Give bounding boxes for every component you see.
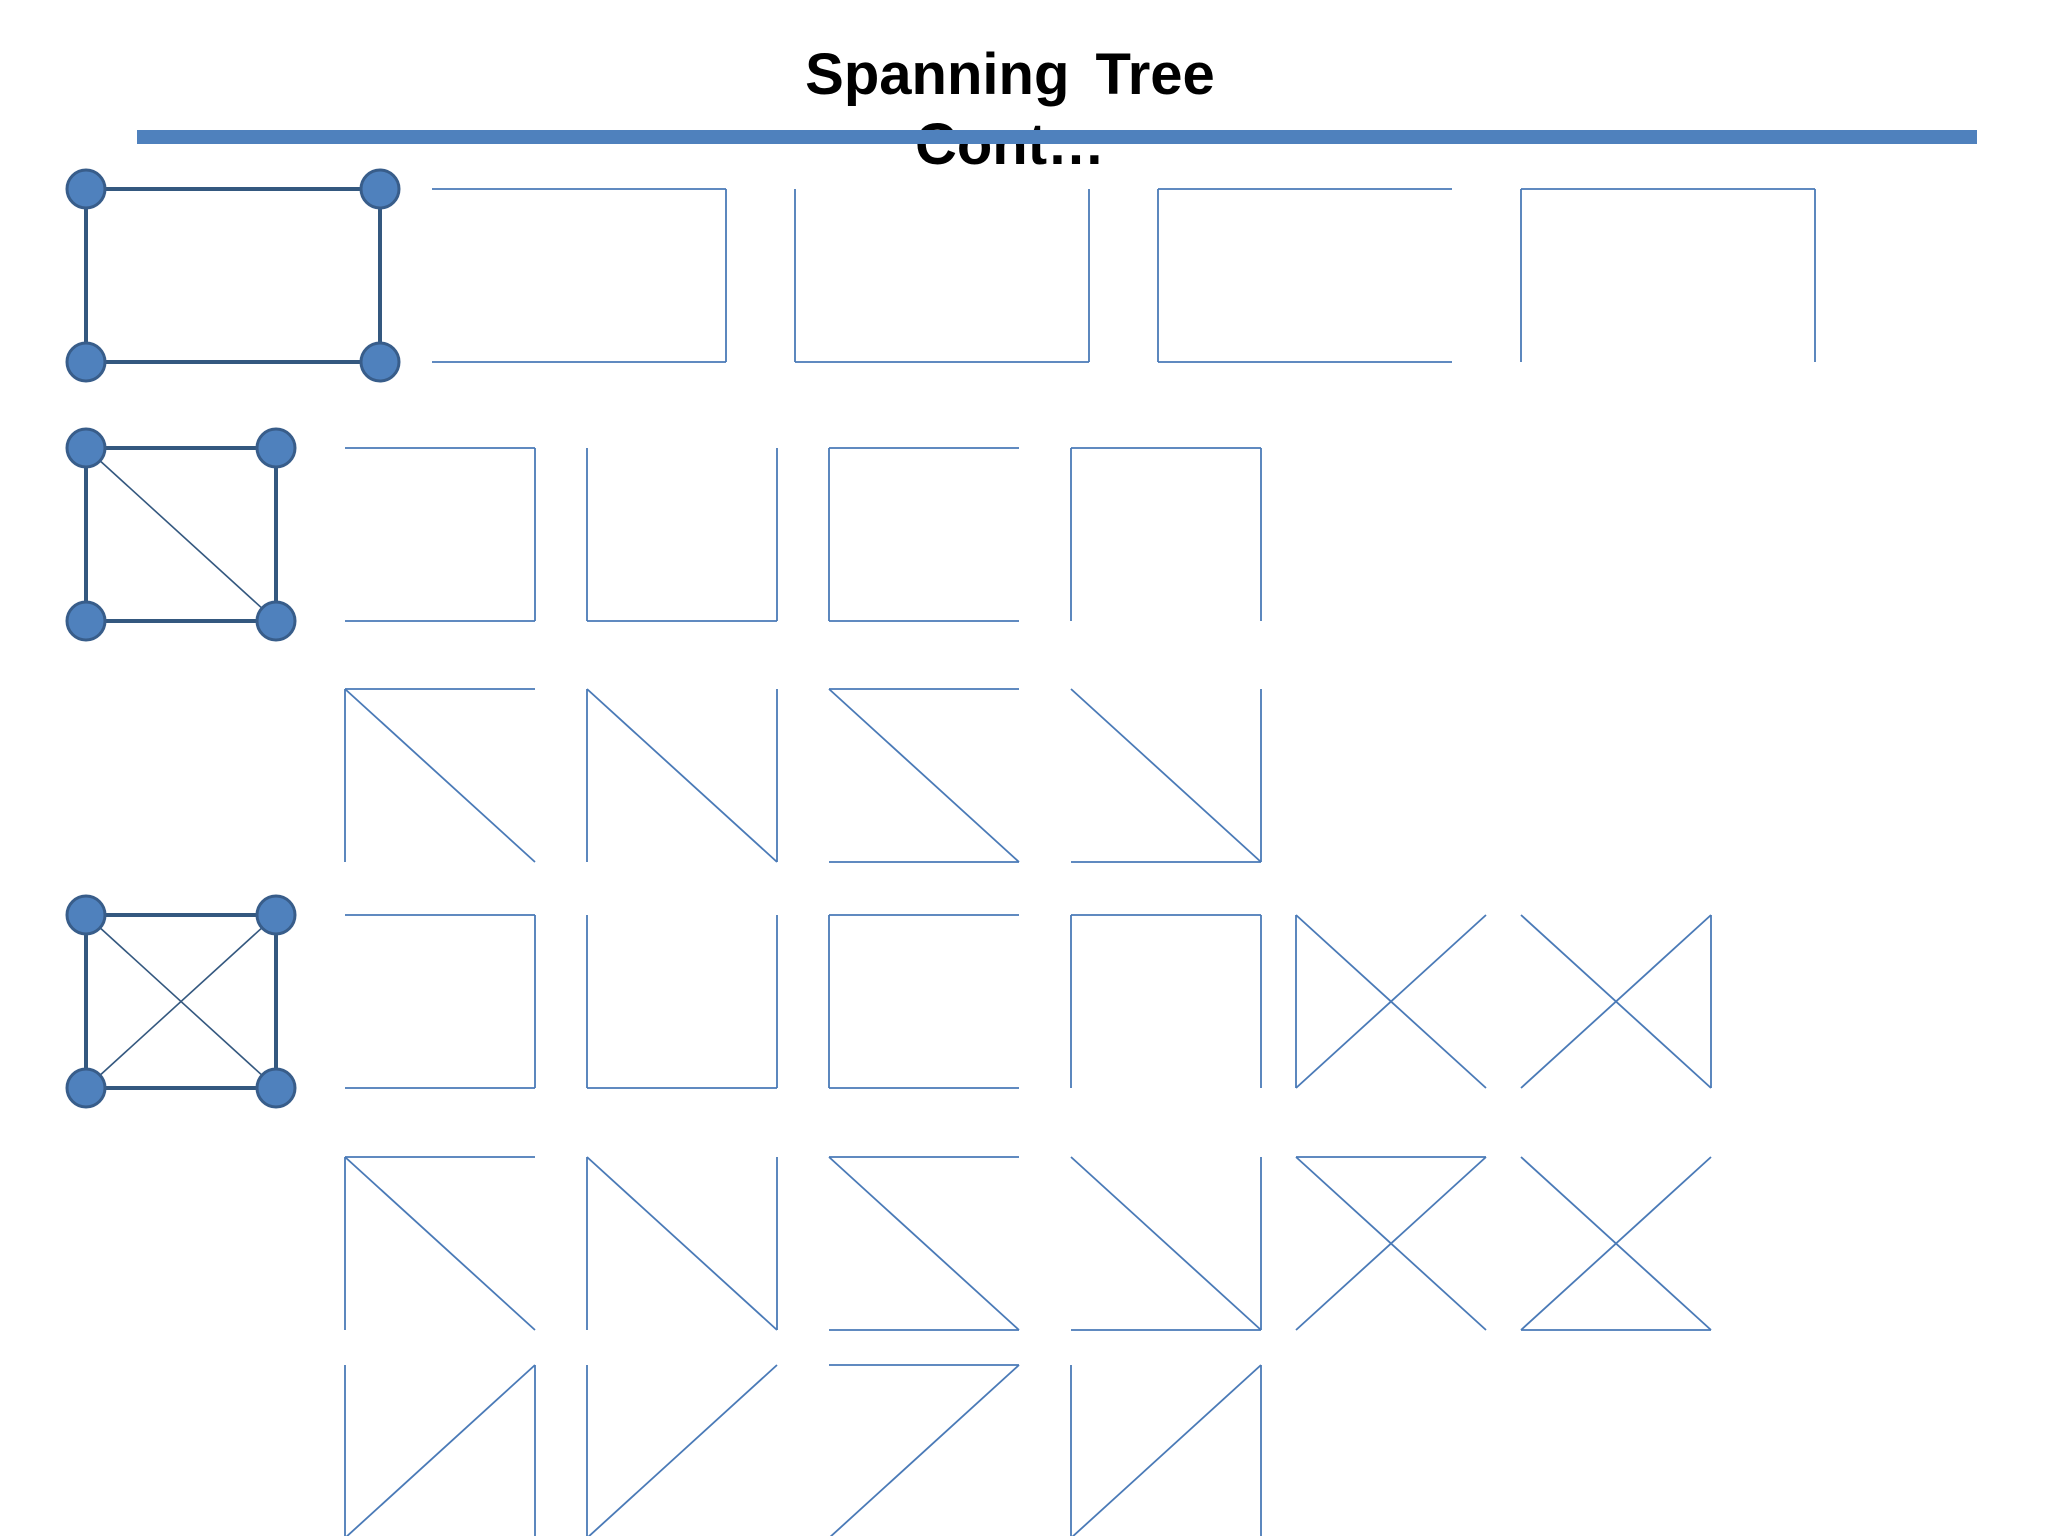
graph-cycle-4 xyxy=(65,168,401,383)
spanning-tree-complete-k4-13 xyxy=(344,1364,536,1536)
graph-vertex xyxy=(65,600,107,642)
spanning-tree-cycle-4-4 xyxy=(1520,188,1816,362)
slide-title-line-2: Cont… xyxy=(914,112,1106,177)
graph-vertex xyxy=(359,168,401,210)
spanning-tree-complete-k4-11 xyxy=(1295,1156,1487,1331)
graph-cycle-4-one-diagonal xyxy=(65,427,297,642)
tree-edge-diag-bl-tr xyxy=(1295,1156,1487,1331)
graph-vertex xyxy=(65,894,107,936)
tree-edge-diag-tl-br xyxy=(344,1156,536,1331)
graph-vertex xyxy=(65,341,107,383)
tree-edge-diag-tl-br xyxy=(828,1156,1020,1331)
spanning-tree-complete-k4-3 xyxy=(828,914,1019,1089)
tree-edge-diag-bl-tr xyxy=(1520,914,1712,1089)
tree-edge-diag-tl-br xyxy=(586,1156,778,1331)
tree-edge-diag-bl-tr xyxy=(1295,914,1487,1089)
spanning-tree-cycle-4-one-diagonal-8 xyxy=(1070,688,1262,863)
spanning-tree-complete-k4-7 xyxy=(344,1156,536,1331)
spanning-tree-cycle-4-one-diagonal-2 xyxy=(586,448,778,622)
spanning-tree-cycle-4-2 xyxy=(794,189,1090,363)
title-rule xyxy=(137,130,1977,144)
slide-title-line-1: Spanning Tree xyxy=(805,42,1215,107)
tree-edge-diag-tl-br xyxy=(1070,1156,1262,1331)
spanning-tree-complete-k4-9 xyxy=(828,1156,1020,1331)
spanning-tree-complete-k4-14 xyxy=(586,1364,778,1536)
spanning-tree-complete-k4-2 xyxy=(586,915,778,1089)
slide-title: Spanning Tree Cont… xyxy=(700,40,1320,180)
spanning-tree-complete-k4-15 xyxy=(829,1364,1020,1536)
spanning-tree-cycle-4-one-diagonal-1 xyxy=(345,447,536,622)
tree-edge-diag-bl-tr xyxy=(345,1364,536,1536)
tree-edge-diag-bl-tr xyxy=(1520,1156,1712,1331)
spanning-tree-complete-k4-6 xyxy=(1520,914,1712,1089)
tree-edge-diag-tl-br xyxy=(344,688,536,863)
graph-vertex xyxy=(255,1067,297,1109)
spanning-tree-complete-k4-8 xyxy=(586,1156,778,1331)
graph-vertex xyxy=(255,894,297,936)
graph-vertex xyxy=(255,427,297,469)
spanning-tree-complete-k4-4 xyxy=(1070,914,1262,1088)
graph-vertex xyxy=(359,341,401,383)
spanning-tree-complete-k4-1 xyxy=(345,914,536,1089)
tree-edge-diag-bl-tr xyxy=(829,1364,1020,1536)
spanning-tree-complete-k4-5 xyxy=(1295,914,1487,1089)
graph-vertex xyxy=(65,168,107,210)
graph-vertex xyxy=(255,600,297,642)
graphs-layer xyxy=(65,168,401,1109)
spanning-trees-layer xyxy=(344,188,1816,1536)
spanning-tree-complete-k4-12 xyxy=(1520,1156,1712,1331)
spanning-tree-cycle-4-one-diagonal-3 xyxy=(828,447,1019,622)
spanning-tree-complete-k4-10 xyxy=(1070,1156,1262,1331)
tree-edge-diag-tl-br xyxy=(828,688,1020,863)
tree-edge-diag-tl-br xyxy=(1070,688,1262,863)
spanning-tree-cycle-4-one-diagonal-5 xyxy=(344,688,536,863)
spanning-tree-cycle-4-one-diagonal-4 xyxy=(1070,447,1262,621)
tree-edge-diag-tl-br xyxy=(586,688,778,863)
tree-edge-diag-bl-tr xyxy=(1071,1364,1262,1536)
graph-vertex xyxy=(65,427,107,469)
spanning-tree-complete-k4-16 xyxy=(1070,1364,1262,1536)
graph-vertex xyxy=(65,1067,107,1109)
graph-edge-diag-bl-tr xyxy=(85,914,277,1089)
tree-edge-diag-bl-tr xyxy=(587,1364,778,1536)
spanning-tree-cycle-4-1 xyxy=(432,188,727,363)
graph-complete-k4 xyxy=(65,894,297,1109)
graph-edge-diag-tl-br xyxy=(85,447,277,622)
spanning-tree-cycle-4-3 xyxy=(1157,188,1452,363)
spanning-tree-cycle-4-one-diagonal-7 xyxy=(828,688,1020,863)
spanning-tree-cycle-4-one-diagonal-6 xyxy=(586,688,778,863)
